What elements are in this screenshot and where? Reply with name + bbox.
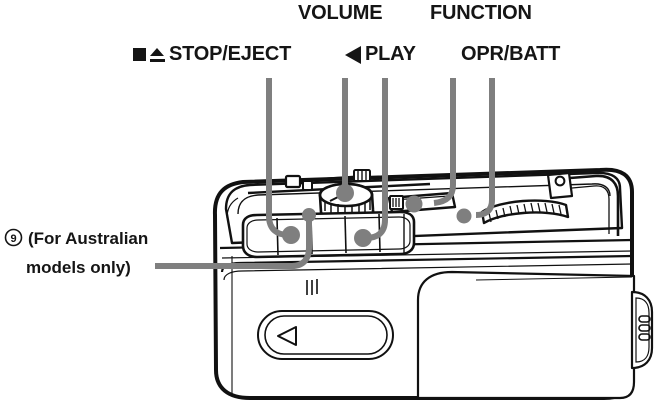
clip-block-mid	[302, 180, 313, 191]
callout-stop-eject: STOP/EJECT	[133, 43, 291, 67]
leader-function	[433, 78, 456, 206]
left-edge-inner	[226, 197, 239, 219]
tape-direction-window	[257, 310, 394, 360]
callout-opr-batt-label: OPR/BATT	[461, 43, 561, 65]
aus-note-line-1: (For Australian	[28, 229, 149, 248]
endpoint-volume	[336, 184, 354, 202]
aus-note-line-2: models only)	[26, 258, 131, 277]
cassette-door[interactable]	[416, 270, 636, 400]
front-band-inner	[223, 263, 633, 281]
opr-batt-indicator	[480, 199, 570, 225]
hinge-arm	[569, 174, 620, 236]
play-triangle-icon	[345, 45, 361, 64]
callout-function: FUNCTION	[430, 2, 532, 25]
endpoint-opr-batt	[456, 208, 472, 224]
clip-rod	[311, 175, 357, 182]
callout-opr-batt: OPR/BATT	[461, 43, 560, 66]
leader-opr-batt	[475, 78, 495, 218]
callout-volume-label: VOLUME	[298, 2, 383, 24]
button-bar[interactable]	[241, 210, 416, 259]
endpoint-stop-eject	[282, 226, 300, 244]
side-grip	[630, 290, 654, 370]
leader-endpoints	[282, 184, 472, 247]
tape-direction-triangle-icon	[277, 326, 297, 346]
leader-aus-note	[155, 220, 312, 269]
side-grip-ribs	[638, 315, 651, 341]
callout-function-label: FUNCTION	[430, 2, 532, 24]
clip-end-ribs	[357, 171, 367, 180]
circled-nine-icon: 9	[4, 228, 23, 255]
callout-play: PLAY	[345, 43, 416, 70]
hinge-pivot-icon	[554, 175, 566, 187]
endpoint-play	[354, 229, 372, 247]
endpoint-aus-note	[302, 208, 316, 222]
stop-square-icon	[133, 48, 146, 61]
callout-stop-eject-label: STOP/EJECT	[169, 43, 292, 65]
function-knob-ribs	[392, 198, 400, 207]
callout-play-label: PLAY	[365, 43, 416, 65]
cassette-door-inner-line	[475, 276, 633, 281]
deck-bevel-line	[237, 183, 611, 215]
callout-volume: VOLUME	[298, 2, 383, 25]
hinge-arm-inner	[571, 185, 610, 234]
eject-triangle-icon	[150, 47, 165, 62]
endpoint-function	[405, 195, 423, 213]
australian-models-note: 9 (For Australian models only)	[4, 226, 214, 281]
front-seam-ticks	[306, 279, 318, 295]
circled-nine-text: 9	[10, 233, 16, 245]
clip-block-left	[284, 174, 302, 189]
